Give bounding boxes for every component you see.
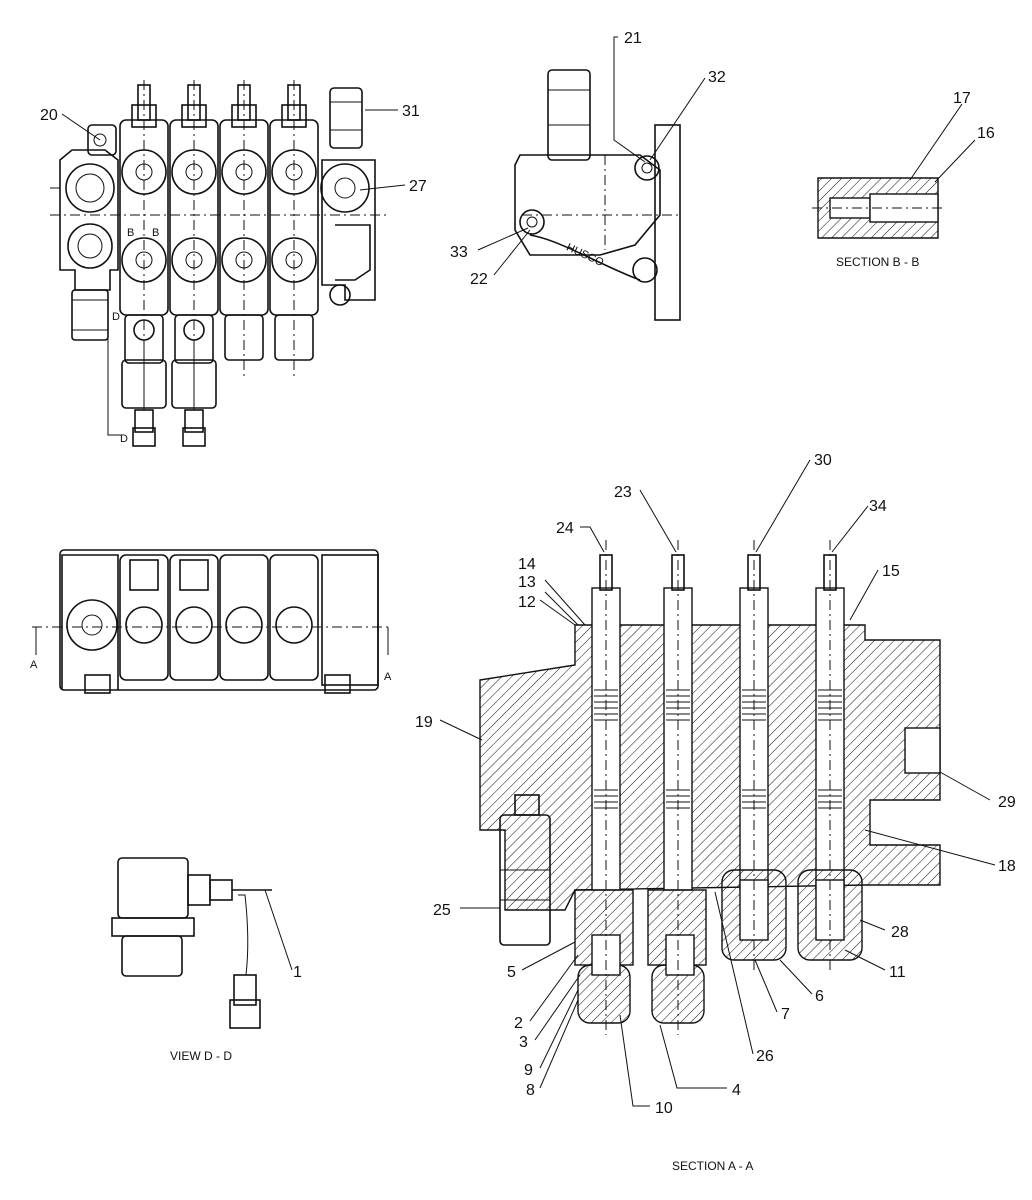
callout-20: 20 (40, 107, 58, 124)
callout-24: 24 (556, 520, 574, 537)
section-mark-a-right: A (384, 671, 392, 683)
callout-26: 26 (756, 1048, 774, 1065)
callout-6: 6 (815, 988, 824, 1005)
callout-16: 16 (977, 125, 995, 142)
callout-1: 1 (293, 964, 302, 981)
callout-labels: 1 2 3 4 5 6 7 8 9 10 11 12 13 14 15 16 1… (40, 30, 1016, 1117)
callout-29: 29 (998, 794, 1016, 811)
callout-17: 17 (953, 90, 971, 107)
callout-7: 7 (781, 1006, 790, 1023)
section-mark-a-left: A (30, 659, 38, 671)
section-a-a: SECTION A - A (479, 540, 941, 1173)
callout-3: 3 (519, 1034, 528, 1051)
callout-28: 28 (891, 924, 909, 941)
caption-view-d-d: VIEW D - D (170, 1049, 232, 1063)
caption-section-a-a: SECTION A - A (672, 1159, 753, 1173)
callout-31: 31 (402, 103, 420, 120)
callout-14: 14 (518, 556, 536, 573)
caption-section-b-b: SECTION B - B (836, 255, 919, 269)
front-view: B B D D (50, 80, 390, 447)
callout-15: 15 (882, 563, 900, 580)
callout-23: 23 (614, 484, 632, 501)
callout-4: 4 (732, 1082, 741, 1099)
callout-21: 21 (624, 30, 642, 47)
view-mark-d-top: D (112, 311, 120, 323)
callout-13: 13 (518, 574, 536, 591)
callout-5: 5 (507, 964, 516, 981)
leader-lines (61, 36, 996, 1107)
callout-25: 25 (433, 902, 451, 919)
section-b-b: SECTION B - B (812, 177, 945, 269)
callout-12: 12 (518, 594, 536, 611)
callout-19: 19 (415, 714, 433, 731)
side-view: HUSCO (514, 69, 681, 321)
callout-11: 11 (889, 964, 906, 981)
callout-10: 10 (655, 1100, 673, 1117)
callout-9: 9 (524, 1062, 533, 1079)
top-view: A A (30, 549, 392, 694)
section-mark-b-left: B (127, 227, 134, 239)
section-mark-b-right: B (152, 227, 159, 239)
callout-8: 8 (526, 1082, 535, 1099)
callout-2: 2 (514, 1015, 523, 1032)
view-mark-d-bottom: D (120, 433, 128, 445)
callout-32: 32 (708, 69, 726, 86)
callout-22: 22 (470, 271, 488, 288)
callout-34: 34 (869, 498, 887, 515)
callout-18: 18 (998, 858, 1016, 875)
callout-27: 27 (409, 178, 427, 195)
callout-33: 33 (450, 244, 468, 261)
callout-30: 30 (814, 452, 832, 469)
spool-sections (119, 84, 319, 447)
view-d-d: VIEW D - D (111, 857, 272, 1063)
